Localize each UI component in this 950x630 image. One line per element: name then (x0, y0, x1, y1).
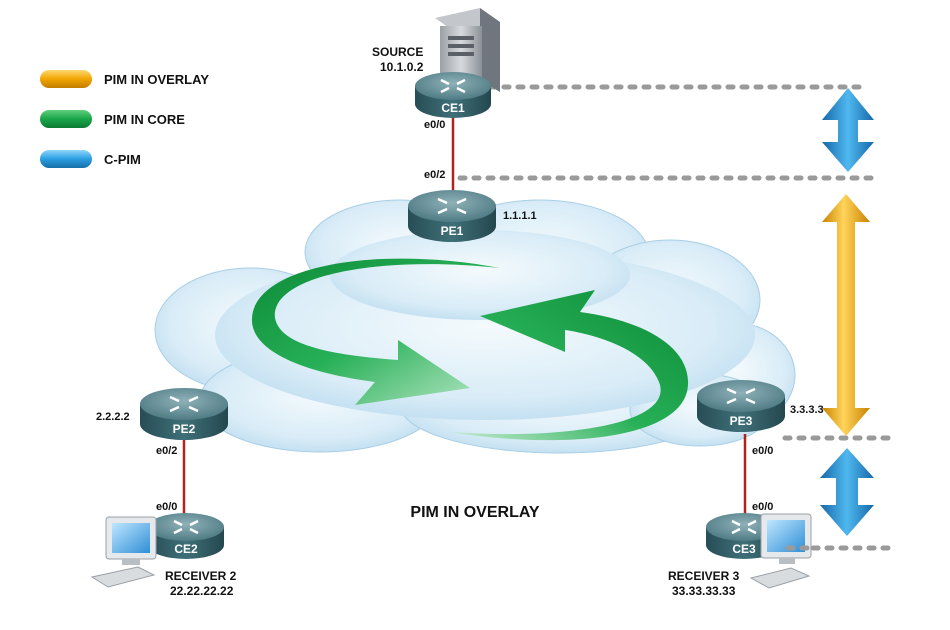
legend-swatch-overlay (40, 70, 92, 88)
pe3-ip: 3.3.3.3 (790, 404, 824, 416)
legend-item-core: PIM IN CORE (40, 110, 185, 128)
cpim-arrow-top (822, 88, 874, 172)
router-pe3: PE3 (697, 380, 785, 432)
ce2-iface: e0/0 (156, 501, 177, 513)
source-label: SOURCE (372, 45, 423, 59)
router-pe1: PE1 (408, 190, 496, 242)
router-ce2: CE2 (148, 513, 224, 559)
double-arrow-icon (820, 88, 874, 536)
router-ce2-name: CE2 (174, 542, 198, 556)
core-arrow-left (251, 258, 500, 405)
receiver3-ip: 33.33.33.33 (672, 584, 736, 598)
diagram-caption: PIM IN OVERLAY (410, 504, 540, 521)
legend: PIM IN OVERLAY PIM IN CORE C-PIM (40, 70, 209, 168)
router-ce1-name: CE1 (441, 101, 465, 115)
router-ce3-name: CE3 (732, 542, 756, 556)
ce1-iface: e0/0 (424, 119, 445, 131)
links (182, 112, 747, 522)
receiver3-label: RECEIVER 3 (668, 569, 740, 583)
legend-label-overlay: PIM IN OVERLAY (104, 72, 209, 87)
pe3-iface: e0/0 (752, 445, 773, 457)
router-pe1-name: PE1 (441, 224, 464, 238)
curved-arrow-icon (251, 258, 689, 441)
pc-icon (90, 516, 157, 588)
legend-label-cpim: C-PIM (104, 152, 141, 167)
pe1-ip: 1.1.1.1 (503, 210, 537, 222)
cpim-arrow-bottom (820, 448, 874, 536)
pe2-ip: 2.2.2.2 (96, 411, 130, 423)
overlay-arrow (822, 194, 870, 436)
legend-item-overlay: PIM IN OVERLAY (40, 70, 209, 88)
core-arrow-right (450, 290, 689, 441)
router-ce1: CE1 (415, 72, 491, 118)
legend-swatch-cpim (40, 150, 92, 168)
legend-item-cpim: C-PIM (40, 150, 141, 168)
pe1-iface: e0/2 (424, 169, 445, 181)
legend-label-core: PIM IN CORE (104, 112, 185, 127)
ce3-iface: e0/0 (752, 501, 773, 513)
router-pe2-name: PE2 (173, 422, 196, 436)
pe2-iface: e0/2 (156, 445, 177, 457)
receiver2-label: RECEIVER 2 (165, 569, 237, 583)
router-pe2: PE2 (140, 388, 228, 440)
receiver2-ip: 22.22.22.22 (170, 584, 234, 598)
legend-swatch-core (40, 110, 92, 128)
source-ip: 10.1.0.2 (380, 60, 424, 74)
router-pe3-name: PE3 (730, 414, 753, 428)
